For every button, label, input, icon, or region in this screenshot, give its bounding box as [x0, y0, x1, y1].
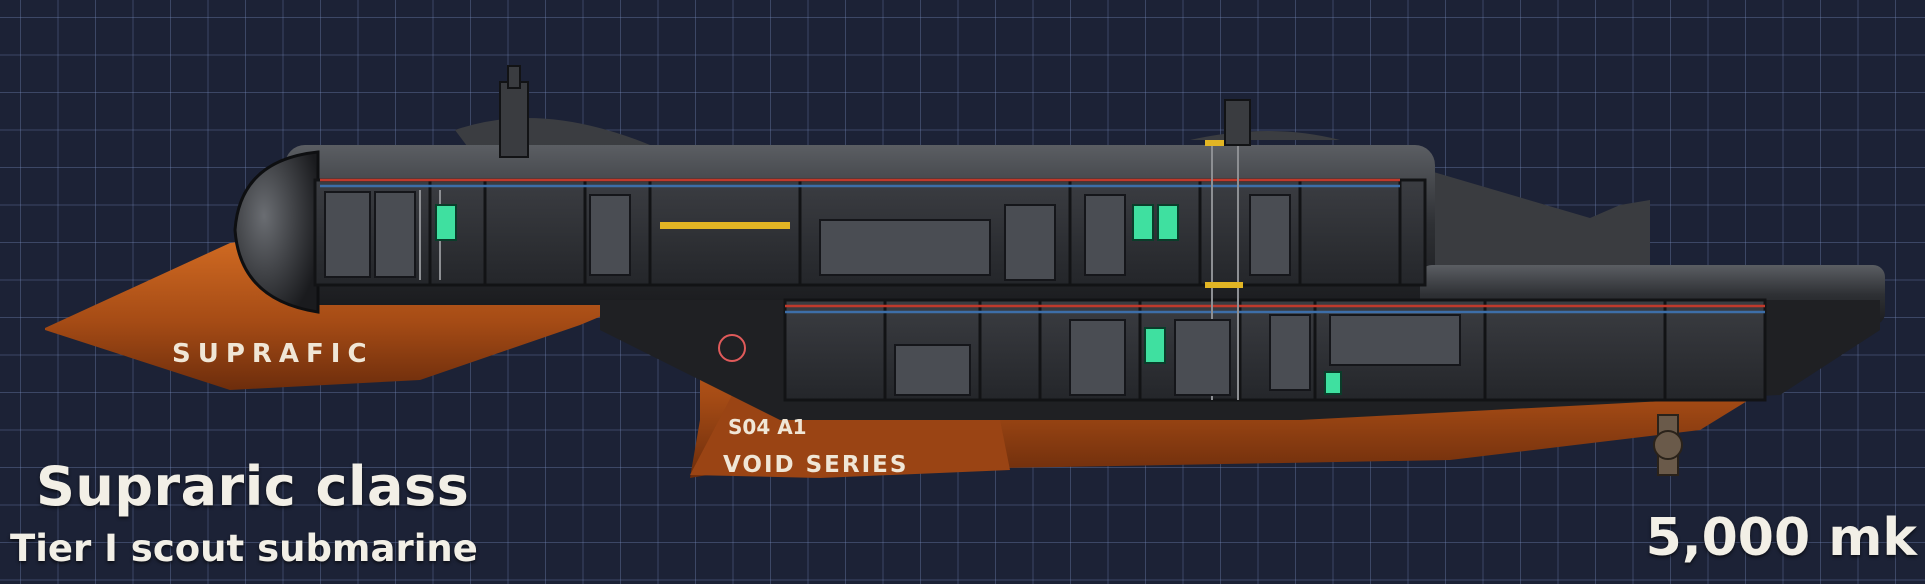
- tail-fairing: [1420, 168, 1650, 265]
- piping: [320, 178, 1765, 314]
- propeller: [1653, 414, 1683, 476]
- bow-dome: [233, 150, 320, 314]
- equipment: [324, 191, 1461, 396]
- class-subtitle: Tier I scout submarine: [10, 527, 478, 570]
- price-label: 5,000 mk: [1645, 508, 1917, 568]
- hull-marking-bow: SUPRAFIC: [172, 339, 374, 369]
- periscope: [499, 65, 1251, 158]
- hull-marking-series: VOID SERIES: [723, 452, 908, 478]
- class-title: Supraric class: [36, 455, 470, 518]
- hull-marking-code: S04 A1: [728, 415, 807, 439]
- medical-cabinets: [435, 204, 1342, 395]
- aft-fairing: [1190, 131, 1340, 140]
- airlock-marker: [718, 334, 746, 362]
